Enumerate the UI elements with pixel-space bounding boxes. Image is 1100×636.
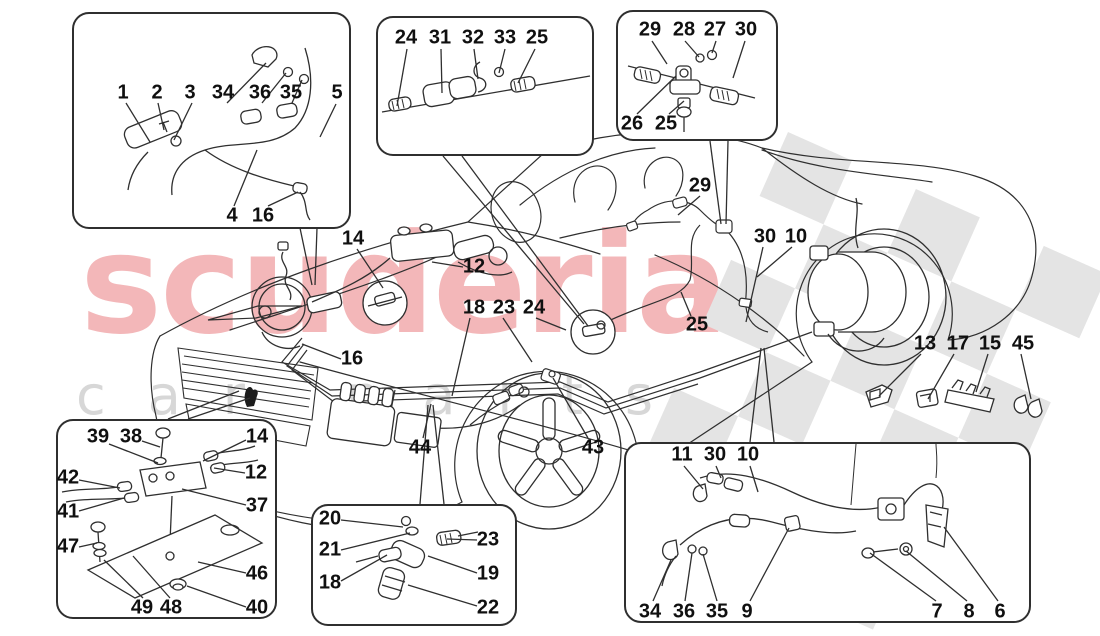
leader-line xyxy=(197,561,247,574)
leader-line xyxy=(905,550,968,602)
leader-line xyxy=(446,538,478,541)
connector-line xyxy=(749,347,762,443)
leader-line xyxy=(1020,353,1032,400)
leader-line xyxy=(202,439,247,462)
leader-line xyxy=(502,317,533,363)
leader-line xyxy=(668,100,685,115)
connector-line xyxy=(167,390,240,420)
leader-line xyxy=(226,62,267,104)
connector-line xyxy=(709,140,722,225)
leader-line xyxy=(173,102,193,141)
leader-line xyxy=(157,102,165,131)
leader-line xyxy=(451,317,471,397)
leader-line xyxy=(108,443,159,464)
leader-line xyxy=(702,553,718,602)
leader-line xyxy=(319,103,337,138)
connector-line xyxy=(725,140,729,225)
leader-line xyxy=(132,555,171,599)
leader-line xyxy=(340,519,404,528)
inset-bottom-middle-art xyxy=(355,515,479,600)
leader-line xyxy=(356,248,384,289)
pipe-fittings xyxy=(540,196,753,385)
abs-hydraulic-unit xyxy=(326,381,442,448)
connector-line xyxy=(442,155,585,325)
leader-line xyxy=(440,48,443,94)
leader-line xyxy=(652,559,672,602)
leader-line xyxy=(651,40,668,65)
leader-line xyxy=(749,527,790,602)
leader-line xyxy=(927,353,955,400)
leader-line xyxy=(683,465,704,490)
leader-line xyxy=(517,48,536,84)
detail-circle-highlights xyxy=(362,280,616,355)
inset-top-right-art xyxy=(627,49,756,132)
inset-top-middle-art xyxy=(381,61,591,113)
leader-line xyxy=(975,353,989,393)
leader-line xyxy=(943,526,999,602)
leader-line xyxy=(78,542,98,548)
connector-line xyxy=(187,397,251,420)
leader-line xyxy=(261,72,287,104)
connector-line xyxy=(461,155,589,327)
brake-pipes xyxy=(281,200,813,429)
leader-line xyxy=(125,102,151,143)
leader-line xyxy=(684,40,700,58)
leader-line xyxy=(749,465,759,493)
connector-line xyxy=(299,227,313,286)
leader-line xyxy=(141,440,161,448)
rear-brake-assembly xyxy=(807,197,907,352)
leader-line xyxy=(213,467,246,474)
leader-line xyxy=(340,554,388,582)
inset-box-top-left xyxy=(72,12,351,229)
leader-line xyxy=(301,343,342,360)
leader-line xyxy=(291,79,303,104)
connector-line xyxy=(763,347,775,443)
fluid-reservoir xyxy=(311,223,513,303)
leader-line xyxy=(427,555,478,574)
inset-bottom-left-art xyxy=(61,427,264,599)
leader-line xyxy=(267,191,299,207)
leader-line xyxy=(878,353,922,397)
brake-booster xyxy=(251,241,343,349)
leader-line xyxy=(715,465,722,479)
inset-box-top-right xyxy=(616,10,778,141)
leader-line xyxy=(684,552,693,602)
leader-line xyxy=(181,488,247,506)
leader-line xyxy=(677,195,701,216)
leader-line xyxy=(732,40,746,79)
connector-line xyxy=(432,404,445,505)
leader-line xyxy=(636,75,677,115)
connector-line xyxy=(314,227,318,286)
leader-line xyxy=(498,48,506,74)
ferrari-badge-icon xyxy=(244,386,258,407)
leader-line xyxy=(407,584,478,607)
leader-line xyxy=(396,48,408,107)
leader-line xyxy=(186,585,247,608)
leader-line xyxy=(535,317,567,331)
leader-line xyxy=(431,261,464,268)
front-caliper-detail xyxy=(469,383,530,426)
leader-line xyxy=(869,552,937,602)
leader-line xyxy=(756,246,793,278)
leader-line xyxy=(745,246,764,323)
leader-line xyxy=(103,559,144,599)
pipe-clips xyxy=(865,379,1043,418)
leader-line xyxy=(552,377,589,439)
inset-top-left-art xyxy=(123,45,312,221)
leader-line xyxy=(473,48,479,80)
leader-line xyxy=(78,479,121,489)
leader-line xyxy=(711,40,717,54)
connector-line xyxy=(419,404,429,505)
leader-line xyxy=(340,532,411,551)
leader-line xyxy=(233,149,258,207)
leader-line xyxy=(680,291,692,317)
leader-line xyxy=(78,497,125,512)
